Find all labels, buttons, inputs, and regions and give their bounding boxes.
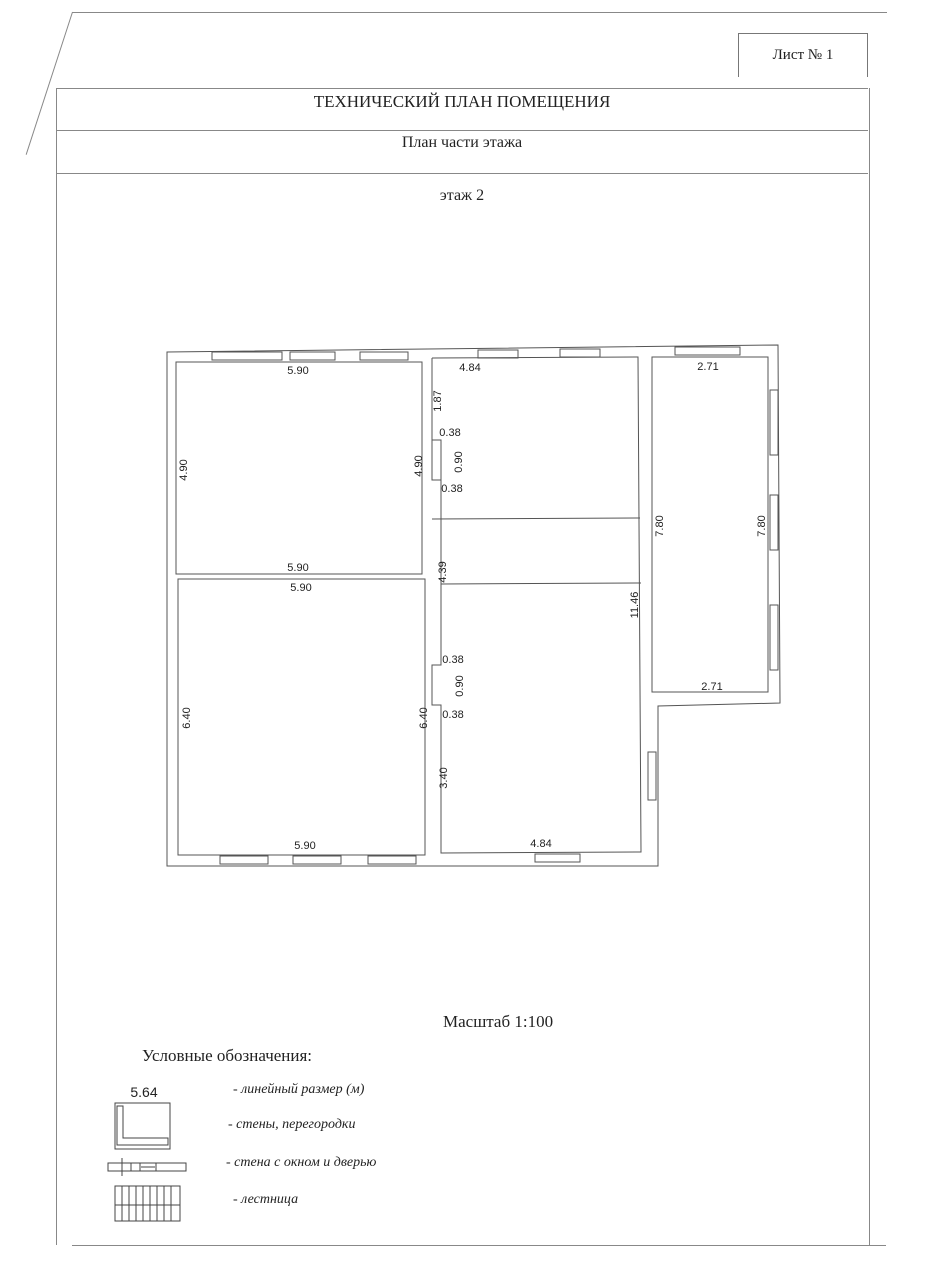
- divider: [72, 1245, 886, 1246]
- dim-label: 7.80: [756, 515, 768, 536]
- dim-label: 0.38: [442, 709, 463, 721]
- dim-label: 6.40: [418, 707, 430, 728]
- dim-label: 4.90: [413, 455, 425, 476]
- divider: [56, 130, 868, 131]
- dim-label: 0.90: [454, 675, 466, 696]
- windows: [211, 346, 779, 865]
- dim-label: 0.38: [441, 483, 462, 495]
- partition: [440, 582, 642, 585]
- legend-item-window-door: - стена с окном и дверью: [226, 1155, 377, 1170]
- dim-label: 2.71: [697, 361, 718, 373]
- dim-label: 5.90: [290, 582, 311, 594]
- dim-label: 5.90: [294, 840, 315, 852]
- legend-window-symbol: [107, 1162, 187, 1172]
- dim-label: 2.71: [701, 681, 722, 693]
- room-1: [175, 361, 423, 575]
- legend-wall-frame: [114, 1102, 171, 1150]
- room-2: [177, 578, 426, 856]
- legend-wall-symbol: [116, 1105, 169, 1146]
- legend-stair-symbol: [114, 1185, 181, 1222]
- legend-item-walls: - стены, перегородки: [228, 1117, 356, 1132]
- dim-label: 4.84: [459, 362, 480, 374]
- frame-top-line: [72, 12, 887, 13]
- sheet-number: Лист № 1: [772, 47, 834, 63]
- dim-label: 0.38: [442, 654, 463, 666]
- legend-item-stairs: - лестница: [233, 1192, 299, 1207]
- document-subtitle: План части этажа: [401, 134, 523, 151]
- center-room: [431, 356, 642, 854]
- dim-label: 0.38: [439, 427, 460, 439]
- dim-label: 7.80: [654, 515, 666, 536]
- document-title: ТЕХНИЧЕСКИЙ ПЛАН ПОМЕЩЕНИЯ: [313, 92, 611, 111]
- sheet-number-box: Лист № 1: [738, 33, 868, 77]
- document-frame: [56, 88, 870, 1245]
- dim-label: 0.90: [453, 451, 465, 472]
- legend-title: Условные обозначения:: [142, 1046, 313, 1065]
- dim-label: 3.40: [438, 767, 450, 788]
- dim-label: 4.90: [178, 459, 190, 480]
- divider: [56, 173, 868, 174]
- scale-label: Масштаб 1:100: [443, 1012, 554, 1031]
- dim-label: 4.84: [530, 838, 551, 850]
- divider: [56, 88, 868, 89]
- outer-wall: [166, 344, 781, 867]
- partition: [431, 517, 641, 520]
- east-room: [651, 356, 769, 693]
- dim-label: 6.40: [181, 707, 193, 728]
- legend-sample-dimension: 5.64: [130, 1084, 157, 1100]
- dim-label: 5.90: [287, 562, 308, 574]
- dim-label: 11.46: [629, 592, 641, 619]
- legend-item-dimension: - линейный размер (м): [233, 1082, 365, 1097]
- dim-label: 1.87: [432, 390, 444, 411]
- dim-label: 5.90: [287, 365, 308, 377]
- dim-label: 4.39: [437, 561, 449, 582]
- floor-label: этаж 2: [439, 187, 485, 204]
